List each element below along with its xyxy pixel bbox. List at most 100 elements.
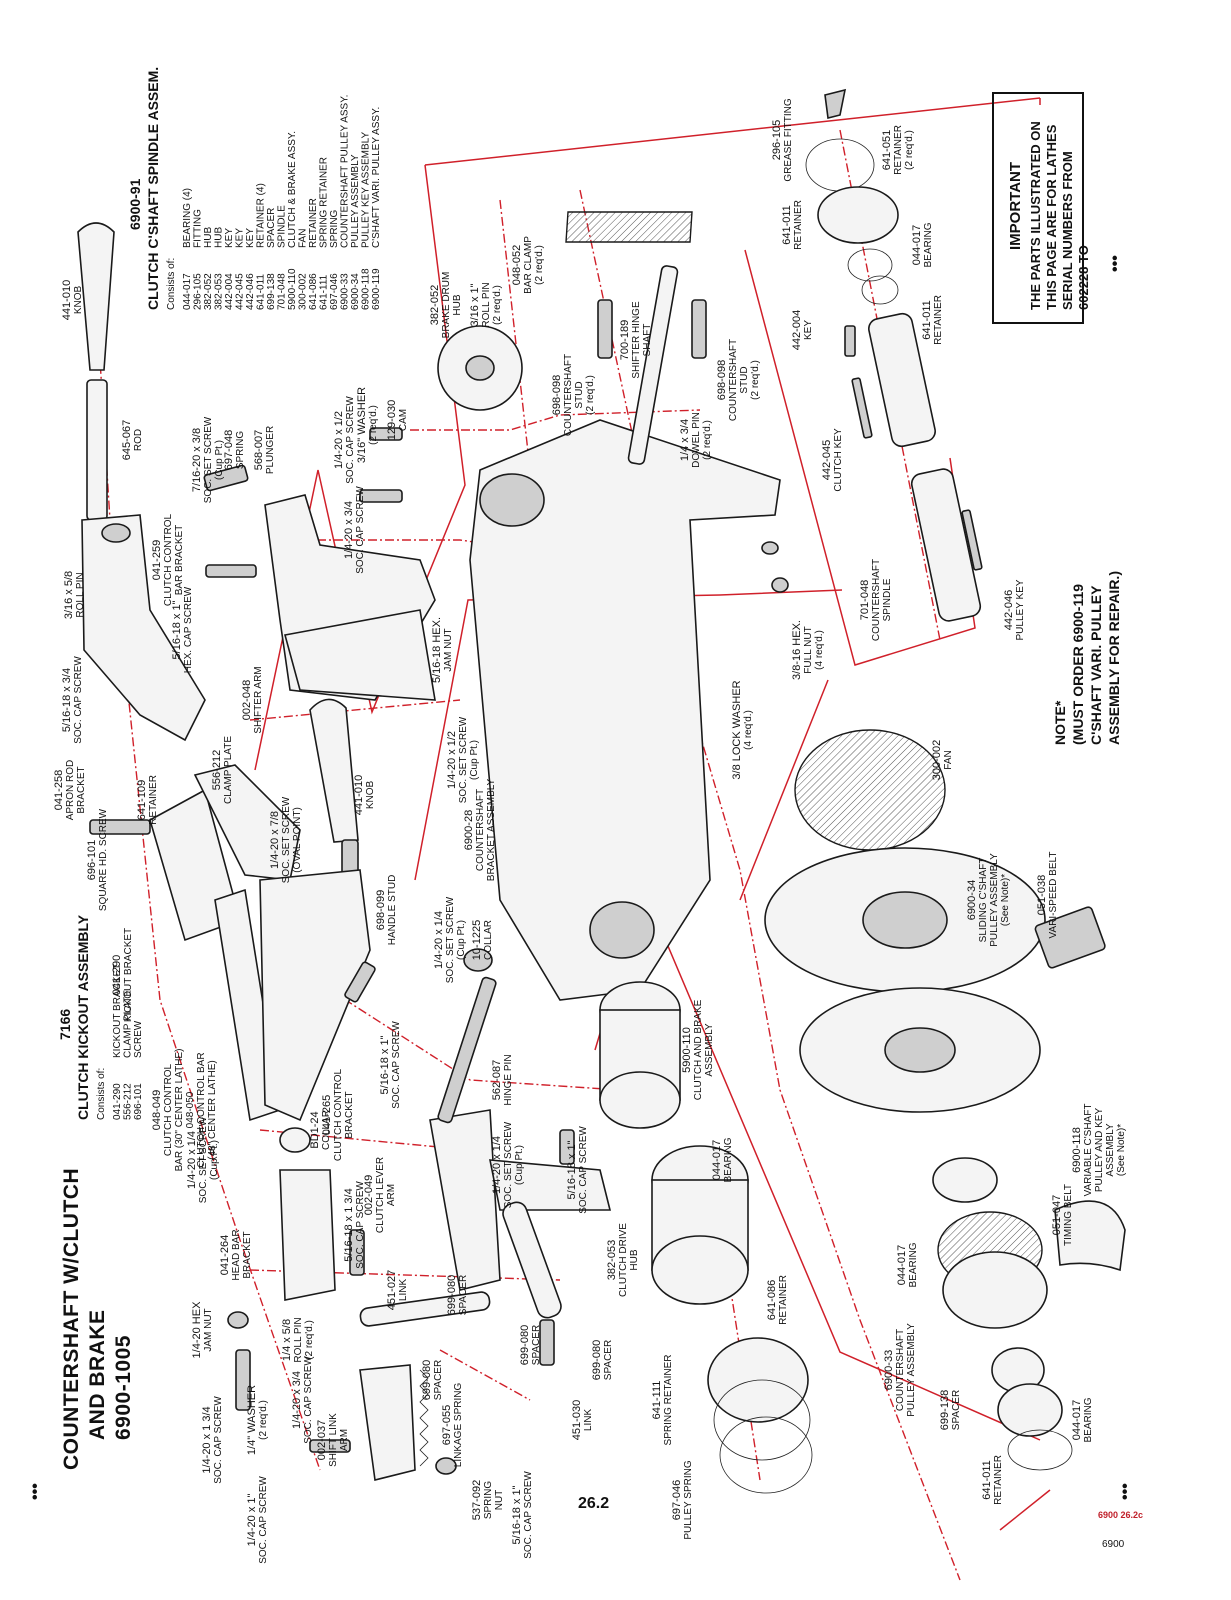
bearing-a-drawing <box>817 186 899 244</box>
bar-clamp-drawing <box>565 211 693 243</box>
label-grease-fitting-line-1: GREASE FITTING <box>783 98 794 182</box>
label-cap-screw-a-line-1: SOC. CAP SCREW <box>73 656 84 744</box>
clamp-plate-drawing <box>193 764 301 881</box>
spindle-row-part: 442-045 <box>235 273 246 310</box>
label-square-screw-line-1: SQUARE HD. SCREW <box>98 808 109 911</box>
label-bearing-c-line-1: BEARING <box>908 1242 919 1287</box>
label-jam-nut-b-line-1: JAM NUT <box>203 1308 214 1351</box>
label-link-b-line-1: LINK <box>583 1409 594 1432</box>
spindle-row-part: 442-046 <box>245 273 256 310</box>
label-spring-nut-line-0: 537-092 <box>471 1480 483 1520</box>
label-ccb-bracket-line-1: CLUTCH CONTROL <box>163 513 174 606</box>
label-set-screw-d-line-0: 1/4-20 x 1/4 <box>433 911 445 969</box>
label-retainer-a-line-2: (2 req'd.) <box>904 130 915 170</box>
clutch-brake-assembly-drawing <box>599 981 681 1129</box>
label-fan-line-0: 300-002 <box>931 740 943 780</box>
label-clamp-plate-line-0: 556-212 <box>211 750 223 790</box>
clutch-drive-hub-drawing <box>651 1145 749 1305</box>
spindle-title: CLUTCH C'SHAFT SPINDLE ASSEM. <box>145 67 161 310</box>
spindle-number: 6900-91 <box>127 178 143 230</box>
label-link-b-line-0: 451-030 <box>571 1400 583 1440</box>
label-retainer-b-line-0: 641-011 <box>781 205 793 245</box>
spindle-row-desc: KEY <box>224 228 235 248</box>
label-bar-clamp-line-1: BAR CLAMP <box>523 236 534 294</box>
label-roll-pin-a-line-0: 3/16 x 5/8 <box>63 571 75 619</box>
label-spacer-b-line-1: SPACER <box>951 1390 962 1430</box>
spindle-row-desc: HUB <box>214 227 225 248</box>
spindle-row-desc: SPRING RETAINER <box>319 157 330 248</box>
link-drawing-a <box>359 1291 491 1327</box>
spindle-row-desc: FAN <box>298 229 309 248</box>
label-pulley-spring-line-0: 697-046 <box>671 1480 683 1520</box>
spindle-row-part: 641-111 <box>319 274 330 310</box>
label-handle-stud-line-1: HANDLE STUD <box>387 875 398 946</box>
label-set-screw-c-line-2: (OVAL POINT) <box>292 807 303 873</box>
label-set-screw-e-line-1: SOC. SET SCREW <box>198 1116 209 1203</box>
spindle-row-part: 296-105 <box>193 273 204 310</box>
spindle-row-desc: PULLEY KEY ASSEMBLY <box>361 131 372 248</box>
label-ccb-bracket-line-2: BAR BRACKET <box>174 525 185 596</box>
label-hex-cap-screw-line-0: 5/16-18 x 1" <box>171 600 183 659</box>
label-link-a-line-1: LINK <box>398 1279 409 1302</box>
label-brake-hub-line-1: BRAKE DRUM <box>441 272 452 339</box>
label-lock-washer-line-1: (4 req'd.) <box>743 710 754 750</box>
label-cs-stud-a-line-2: STUD <box>574 381 585 408</box>
label-bearing-b-line-0: 044-017 <box>711 1140 723 1180</box>
dots-top: ••• <box>1107 255 1124 272</box>
label-drive-hub-line-2: HUB <box>629 1249 640 1270</box>
label-clutch-brake-line-0: 5900-110 <box>681 1027 693 1073</box>
important-line-3: SERIAL NUMBERS FROM <box>1060 151 1075 310</box>
label-linkage-spring-line-1: LINKAGE SPRING <box>453 1383 464 1468</box>
label-jam-nut-a: 5/16-18 HEX.JAM NUT <box>431 617 454 683</box>
label-cap-screw-h-line-1: SOC. CAP SCREW <box>303 1356 314 1444</box>
label-spring-nut-line-1: SPRING <box>483 1481 494 1520</box>
label-timing-belt-line-1: TIMING BELT <box>1063 1184 1074 1246</box>
label-cap-screw-e-line-0: 5/16-18 x 1" <box>566 1140 578 1199</box>
label-bearing-b-line-1: BEARING <box>723 1137 734 1182</box>
label-roll-pin-b-line-0: 3/16 x 1" <box>469 283 481 326</box>
spindle-row-part: 697-046 <box>329 273 340 310</box>
knob-drawing-b <box>309 698 359 843</box>
label-cap-screw-j-line-0: 5/16-18 x 1" <box>511 1485 523 1544</box>
label-plunger-line-1: PLUNGER <box>265 426 276 474</box>
knob-drawing-top <box>77 222 115 371</box>
label-fan-line-1: FAN <box>943 750 954 769</box>
label-shift-link-arm-line-2: ARM <box>339 1429 350 1451</box>
label-full-nut: 3/8-16 HEX.FULL NUT(4 req'd.) <box>791 620 825 680</box>
label-set-screw-e-line-2: (Cup Pt.) <box>209 1140 220 1180</box>
spindle-row-desc: COUNTERSHAFT PULLEY ASSY. <box>340 95 351 248</box>
label-cs-stud-b-line-1: COUNTERSHAFT <box>728 339 739 421</box>
note-text: NOTE* (MUST ORDER 6900-119 C'SHAFT VARI.… <box>1052 571 1122 745</box>
spindle-row-desc: KEY <box>235 228 246 248</box>
label-shift-link-arm-line-0: 002-037 <box>316 1420 328 1460</box>
label-spring-retainer-line-1: SPRING RETAINER <box>663 1355 674 1446</box>
label-ccb-b-line-2: BRACKET <box>344 1091 355 1138</box>
label-ccb-b-line-0: 041-265 <box>321 1095 333 1135</box>
label-hinge-pin-line-0: 562-087 <box>491 1060 503 1100</box>
countershaft-pulley-drawing <box>937 1211 1048 1329</box>
label-cap-screw-i: 1/4-20 x 1"SOC. CAP SCREW <box>246 1476 269 1564</box>
spindle-row-desc: SPINDLE <box>277 205 288 248</box>
label-brake-hub-line-2: HUB <box>452 294 463 315</box>
